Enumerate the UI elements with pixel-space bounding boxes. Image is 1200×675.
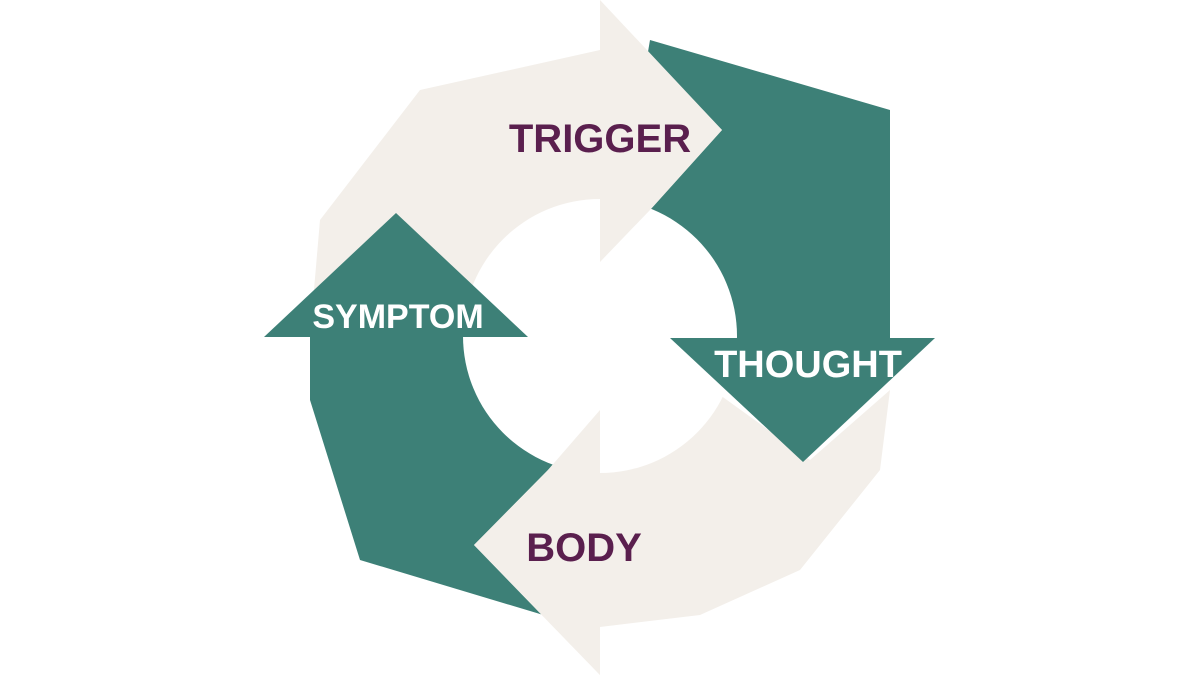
body-arrowhead <box>474 410 600 675</box>
trigger-arrowhead <box>600 2 722 262</box>
symptom-arrowhead <box>264 213 528 337</box>
body-label: BODY <box>526 526 642 570</box>
thought-arrowhead <box>670 338 935 462</box>
symptom-label: SYMPTOM <box>312 298 483 336</box>
thought-label: THOUGHT <box>714 344 902 386</box>
trigger-label: TRIGGER <box>509 117 691 161</box>
